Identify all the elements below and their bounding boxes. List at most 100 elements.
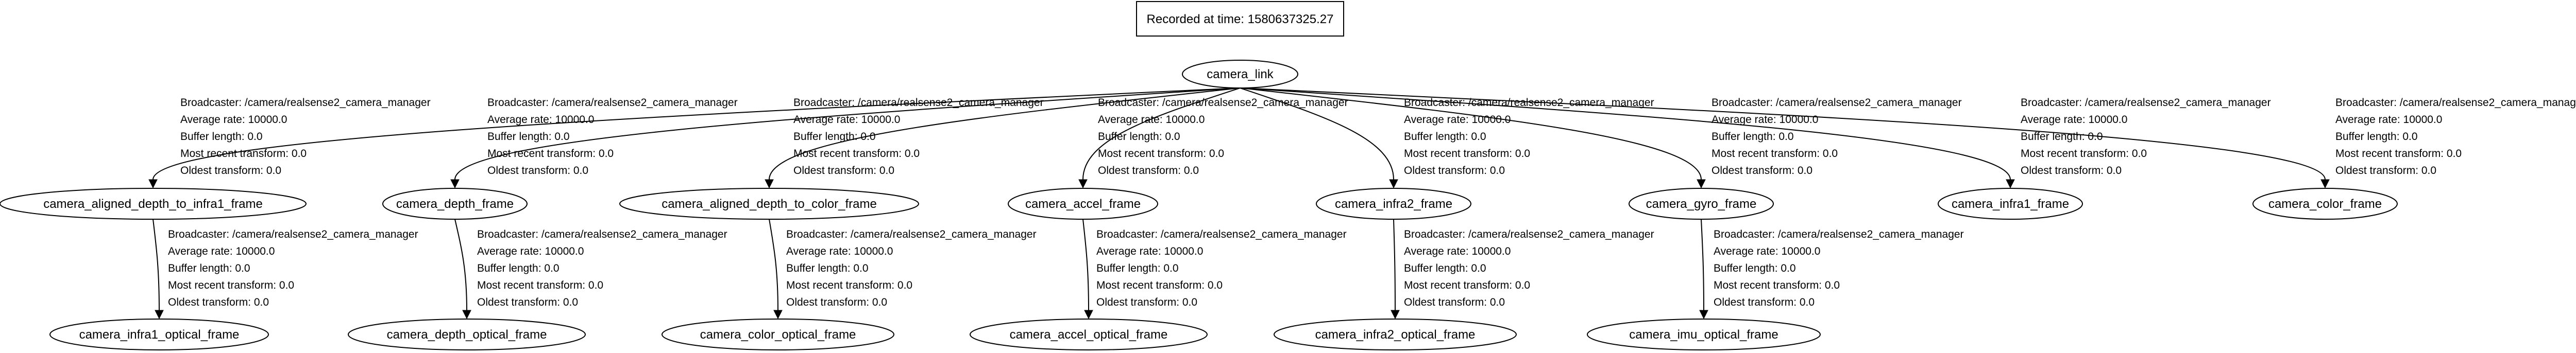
edge-label-line: Most recent transform: 0.0 (1714, 279, 1840, 291)
edge-line (769, 219, 778, 311)
edge-label-line: Broadcaster: /camera/realsense2_camera_m… (1098, 97, 1348, 109)
edge-label-line: Most recent transform: 0.0 (180, 148, 307, 160)
edge-line (1082, 219, 1089, 311)
node-label: camera_accel_optical_frame (1010, 328, 1168, 342)
edge-label-line: Oldest transform: 0.0 (786, 296, 887, 308)
edge-camera_link-to-camera_aligned_depth_to_infra1_frame: Broadcaster: /camera/realsense2_camera_m… (148, 87, 1241, 189)
recorded-time-label: Recorded at time: 1580637325.27 (1147, 12, 1334, 26)
edge-label-line: Most recent transform: 0.0 (786, 279, 912, 291)
node-ellipse (662, 319, 894, 350)
edge-label-line: Oldest transform: 0.0 (1096, 296, 1197, 308)
node-label: camera_gyro_frame (1646, 197, 1757, 211)
edge-label: Broadcaster: /camera/realsense2_camera_m… (477, 228, 727, 308)
arrowhead (450, 179, 460, 189)
edge-label-line: Broadcaster: /camera/realsense2_camera_m… (786, 228, 1037, 240)
edge-label-line: Broadcaster: /camera/realsense2_camera_m… (1096, 228, 1347, 240)
edge-label: Broadcaster: /camera/realsense2_camera_m… (1404, 97, 1654, 177)
recorded-time-frame (1136, 1, 1344, 37)
arrowhead (765, 179, 774, 189)
node-ellipse (1629, 188, 1774, 220)
node-ellipse (49, 319, 269, 350)
edge-label-line: Most recent transform: 0.0 (2021, 148, 2147, 160)
recorded-time-box: Recorded at time: 1580637325.27 (1136, 1, 1344, 37)
node-ellipse (1316, 188, 1471, 220)
edge-label-line: Broadcaster: /camera/realsense2_camera_m… (2021, 97, 2271, 109)
edge-camera_link-to-camera_gyro_frame: Broadcaster: /camera/realsense2_camera_m… (1240, 87, 1962, 189)
edge-camera_link-to-camera_depth_frame: Broadcaster: /camera/realsense2_camera_m… (450, 87, 1241, 189)
frame-node-camera_infra2_optical_frame: camera_infra2_optical_frame (1274, 319, 1517, 350)
edge-label-line: Oldest transform: 0.0 (793, 165, 894, 177)
frame-node-camera_depth_frame: camera_depth_frame (382, 188, 528, 220)
edge-label-line: Broadcaster: /camera/realsense2_camera_m… (477, 228, 727, 240)
edge-line (1393, 219, 1396, 311)
edge-label: Broadcaster: /camera/realsense2_camera_m… (786, 228, 1037, 308)
edge-label: Broadcaster: /camera/realsense2_camera_m… (2335, 97, 2576, 177)
edge-label: Broadcaster: /camera/realsense2_camera_m… (793, 97, 1044, 177)
edge-label-line: Buffer length: 0.0 (1714, 262, 1796, 274)
node-label: camera_infra2_optical_frame (1315, 328, 1476, 342)
arrowhead (2006, 179, 2015, 189)
edge-label-line: Broadcaster: /camera/realsense2_camera_m… (180, 97, 431, 109)
frame-node-camera_accel_optical_frame: camera_accel_optical_frame (970, 319, 1208, 350)
edge-label-line: Average rate: 10000.0 (1096, 245, 1203, 257)
edge-label-line: Most recent transform: 0.0 (1098, 148, 1224, 160)
edge-label-line: Average rate: 10000.0 (487, 114, 594, 126)
edge-label-line: Average rate: 10000.0 (477, 245, 584, 257)
edge-label-line: Oldest transform: 0.0 (1404, 296, 1505, 308)
edge-label: Broadcaster: /camera/realsense2_camera_m… (1711, 97, 1962, 177)
edge-label-line: Broadcaster: /camera/realsense2_camera_m… (2335, 97, 2576, 109)
edge-label-line: Broadcaster: /camera/realsense2_camera_m… (487, 97, 738, 109)
node-ellipse (1182, 60, 1298, 89)
node-ellipse (970, 319, 1208, 350)
edge-label: Broadcaster: /camera/realsense2_camera_m… (1714, 228, 1964, 308)
edge-label-line: Most recent transform: 0.0 (793, 148, 920, 160)
node-ellipse (2252, 188, 2398, 220)
edge-label-line: Broadcaster: /camera/realsense2_camera_m… (793, 97, 1044, 109)
edge-label-line: Most recent transform: 0.0 (1096, 279, 1223, 291)
node-label: camera_infra1_optical_frame (79, 328, 240, 342)
edge-label-line: Oldest transform: 0.0 (168, 296, 269, 308)
node-label: camera_infra1_frame (1952, 197, 2069, 211)
arrowhead (148, 179, 158, 189)
frame-node-camera_imu_optical_frame: camera_imu_optical_frame (1587, 319, 1821, 350)
edge-label-line: Oldest transform: 0.0 (1098, 165, 1199, 177)
edge-label: Broadcaster: /camera/realsense2_camera_m… (180, 97, 431, 177)
edge-label: Broadcaster: /camera/realsense2_camera_m… (1404, 228, 1654, 308)
edge-label-line: Most recent transform: 0.0 (168, 279, 294, 291)
frame-node-camera_accel_frame: camera_accel_frame (1008, 188, 1158, 220)
edge-label-line: Buffer length: 0.0 (2021, 131, 2103, 143)
edge-label: Broadcaster: /camera/realsense2_camera_m… (168, 228, 418, 308)
edge-camera_link-to-camera_aligned_depth_to_color_frame: Broadcaster: /camera/realsense2_camera_m… (765, 87, 1241, 189)
edge-label-line: Buffer length: 0.0 (487, 131, 570, 143)
edge-label-line: Average rate: 10000.0 (1098, 114, 1205, 126)
edge-label: Broadcaster: /camera/realsense2_camera_m… (487, 97, 738, 177)
edge-line (769, 87, 1241, 180)
edge-label-line: Average rate: 10000.0 (1714, 245, 1820, 257)
arrowhead (155, 310, 164, 320)
edge-line (454, 87, 1241, 180)
frame-node-camera_infra2_frame: camera_infra2_frame (1316, 188, 1471, 220)
edge-label: Broadcaster: /camera/realsense2_camera_m… (2021, 97, 2271, 177)
edge-line (1701, 219, 1704, 311)
edge-label-line: Buffer length: 0.0 (180, 131, 263, 143)
edge-label-line: Oldest transform: 0.0 (487, 165, 588, 177)
edge-camera_aligned_depth_to_infra1_frame-to-camera_infra1_optical_frame: Broadcaster: /camera/realsense2_camera_m… (152, 219, 418, 320)
arrowhead (773, 310, 783, 320)
edge-line (1240, 87, 1702, 180)
edge-label-line: Broadcaster: /camera/realsense2_camera_m… (1404, 228, 1654, 240)
arrowhead (1078, 179, 1088, 189)
edge-label-line: Average rate: 10000.0 (1404, 245, 1511, 257)
edge-camera_link-to-camera_infra2_frame: Broadcaster: /camera/realsense2_camera_m… (1240, 87, 1654, 189)
edge-label-line: Broadcaster: /camera/realsense2_camera_m… (1404, 97, 1654, 109)
edge-label-line: Oldest transform: 0.0 (1714, 296, 1815, 308)
edge-label-line: Buffer length: 0.0 (1711, 131, 1794, 143)
edge-label-line: Broadcaster: /camera/realsense2_camera_m… (1711, 97, 1962, 109)
arrowhead (1084, 310, 1093, 320)
edge-line (152, 87, 1241, 180)
node-ellipse (1587, 319, 1821, 350)
frame-node-camera_infra1_frame: camera_infra1_frame (1938, 188, 2083, 220)
frame-node-camera_link: camera_link (1182, 60, 1298, 89)
edge-label-line: Average rate: 10000.0 (168, 245, 275, 257)
edge-label-line: Broadcaster: /camera/realsense2_camera_m… (168, 228, 418, 240)
edge-label-line: Oldest transform: 0.0 (477, 296, 578, 308)
